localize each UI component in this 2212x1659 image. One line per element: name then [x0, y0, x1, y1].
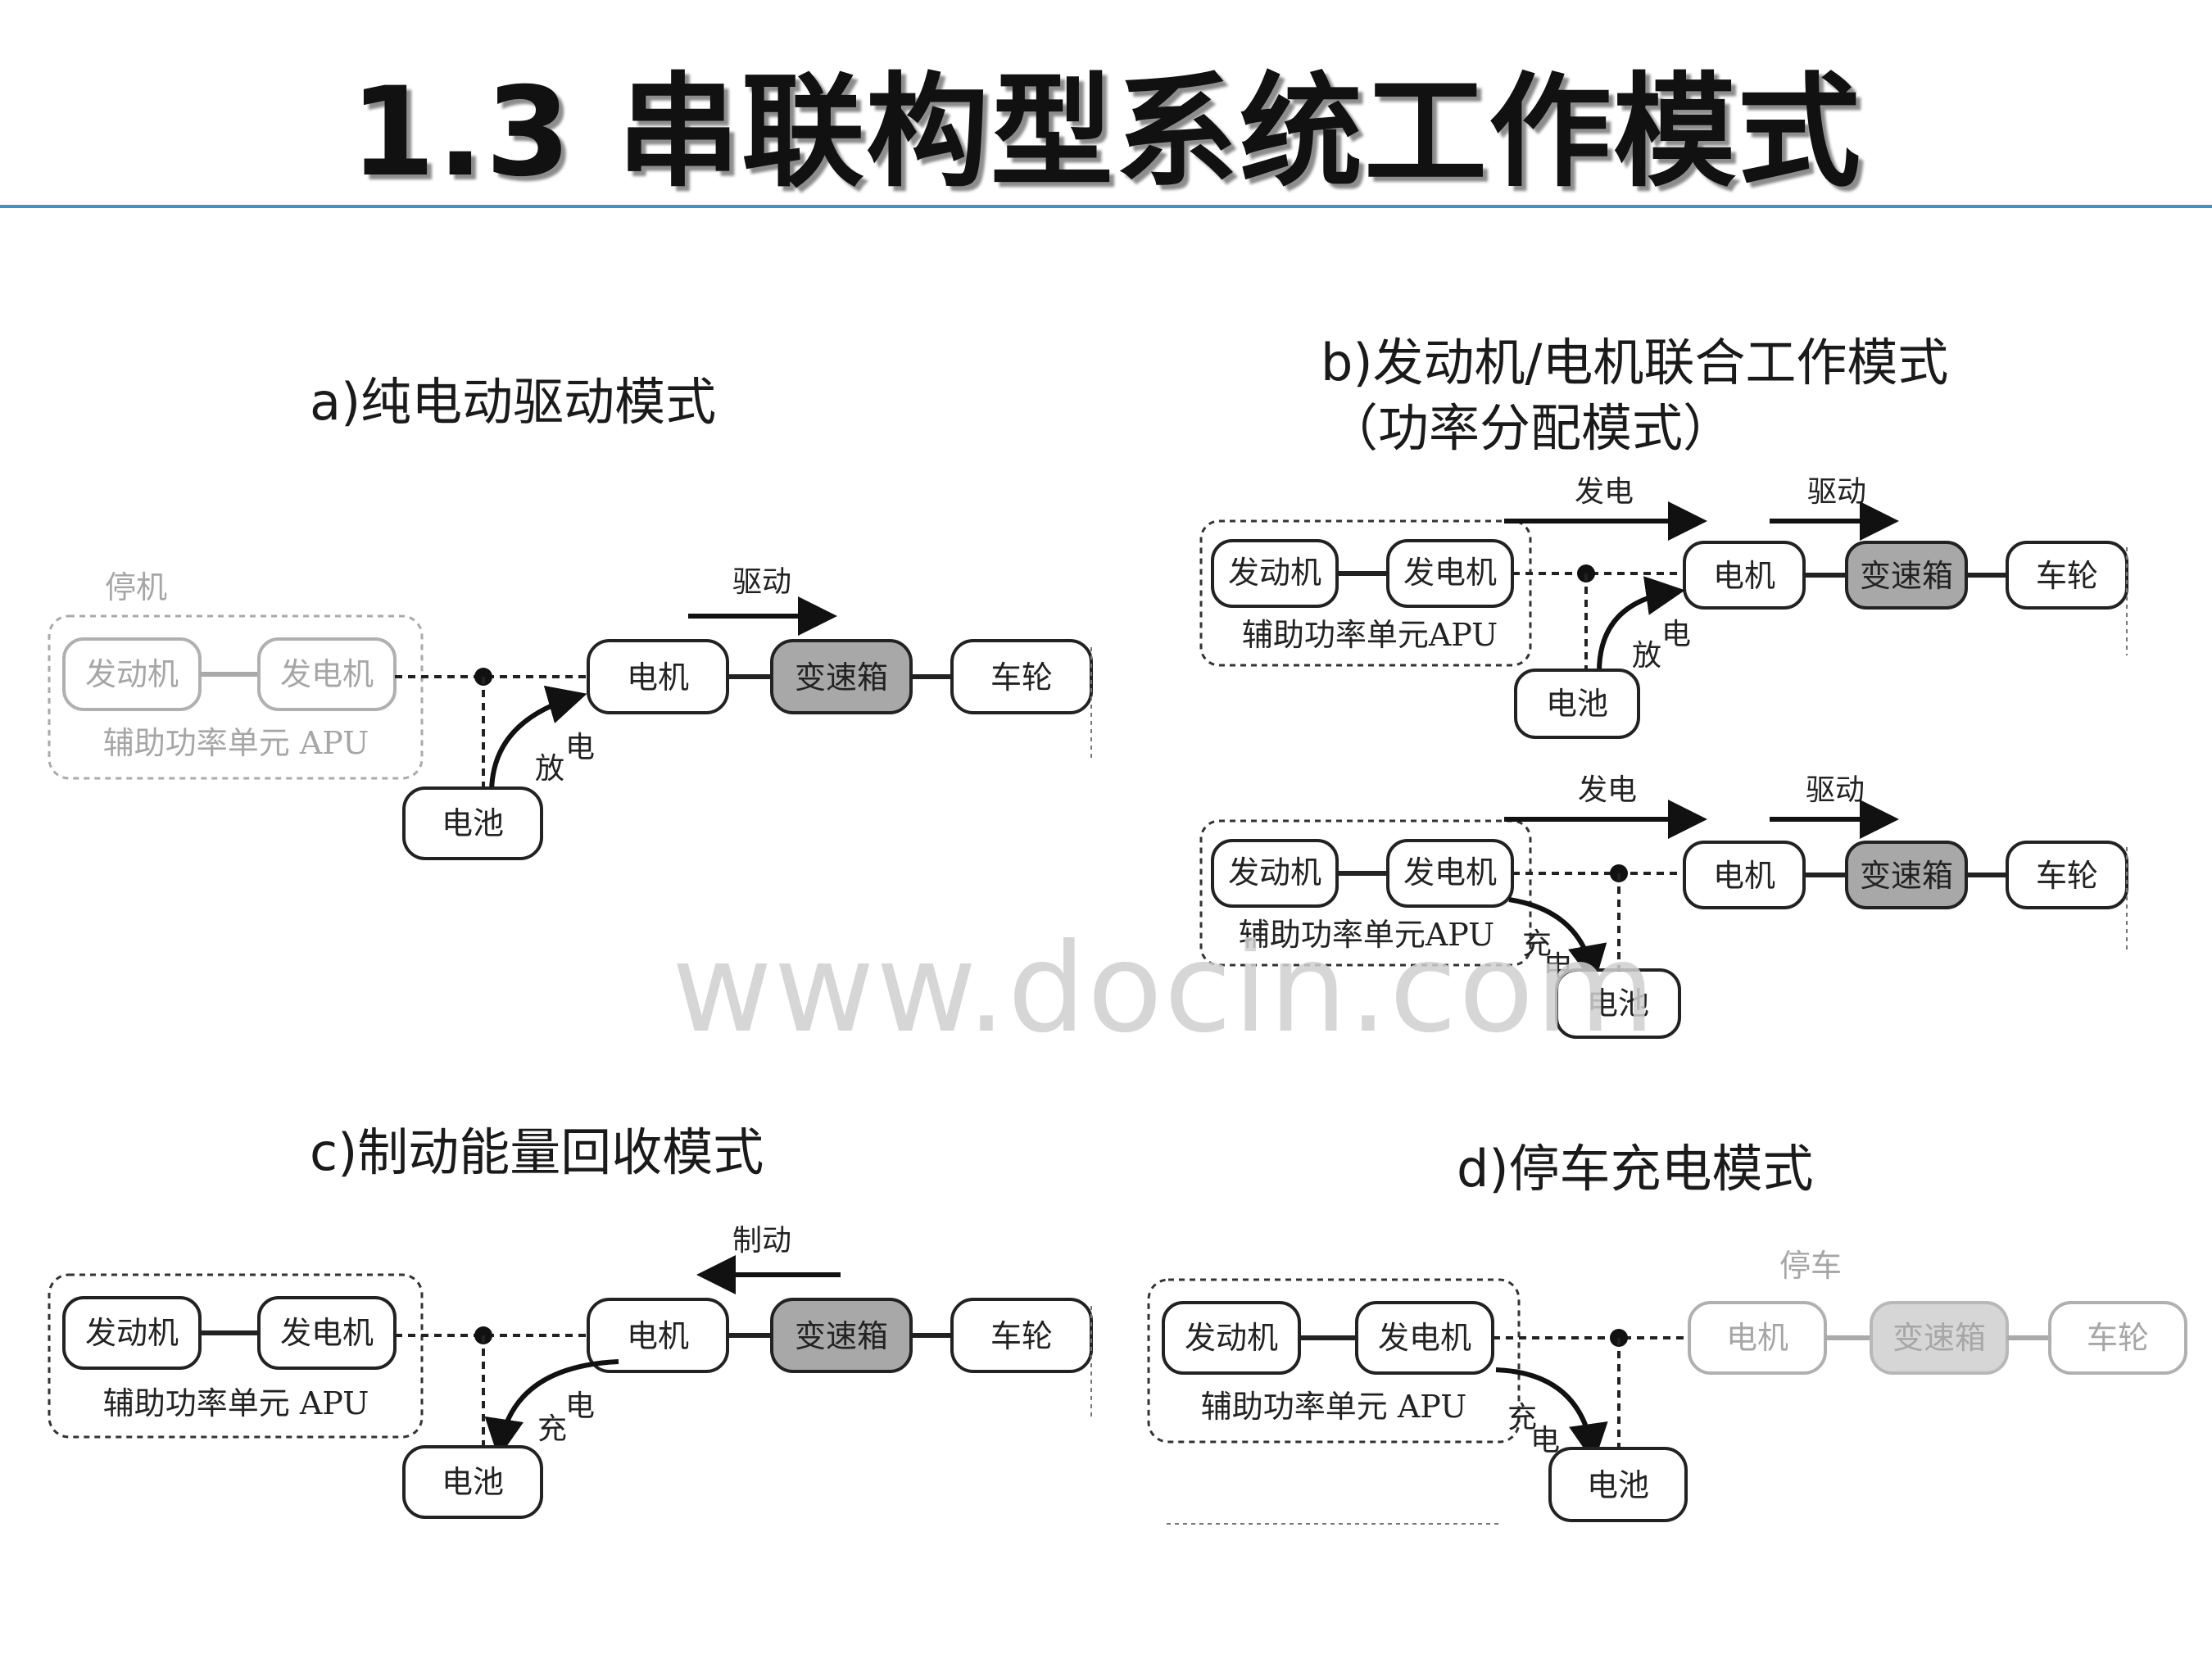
panel-a-motor-label: 电机 — [627, 660, 689, 696]
panel-b2-apu-frame — [1199, 819, 1532, 967]
panel-c-apu-label: 辅助功率单元 APU — [103, 1385, 369, 1421]
panel-d-charge-arrow — [1495, 1367, 1608, 1463]
panel-d-heading: d)停车充电模式 — [1457, 1139, 1814, 1199]
panel-b2-apu-label: 辅助功率单元APU — [1239, 917, 1494, 953]
panel-a-battery-label: 电池 — [442, 805, 504, 841]
panel-c-charge-label-1: 充 — [537, 1412, 567, 1446]
panel-b1-motor-label: 电机 — [1713, 558, 1775, 594]
panel-c-gearbox-label: 变速箱 — [795, 1318, 888, 1354]
panel-a-wheel-label: 车轮 — [990, 660, 1053, 696]
panel-a-apu-label: 辅助功率单元 APU — [103, 725, 369, 761]
panel-b1-discharge-label-2: 电 — [1661, 618, 1691, 651]
panel-b2-wheel-label: 车轮 — [2036, 858, 2098, 894]
panel-a-engine-label: 发动机 — [85, 656, 179, 692]
panel-b1-battery-label: 电池 — [1546, 686, 1608, 722]
panel-d-generator-label: 发电机 — [1378, 1320, 1471, 1356]
panel-d-motor-label: 电机 — [1726, 1320, 1788, 1356]
panel-a-discharge-label-2: 电 — [565, 731, 595, 764]
panel-a-battery-box — [402, 786, 543, 860]
panel-c-wheel-box — [950, 1298, 1093, 1373]
panel-a-discharge-arrow — [489, 685, 587, 794]
panel-c-charge-arrow — [484, 1359, 619, 1458]
panel-b2-charge-arrow — [1508, 897, 1607, 985]
panel-b1-discharge-label-1: 放 — [1632, 639, 1661, 673]
panel-b1-battery-box — [1514, 669, 1640, 739]
panel-c-apu-frame — [48, 1273, 424, 1439]
panel-a-discharge-label-1: 放 — [535, 752, 564, 786]
panel-a-drive-label: 驱动 — [732, 565, 791, 599]
panel-b2-generator-label: 发电机 — [1403, 854, 1497, 891]
panel-b1-discharge-arrow — [1597, 576, 1685, 673]
panel-d-apu-frame — [1147, 1278, 1521, 1444]
panel-b1-wheel-label: 车轮 — [2036, 558, 2098, 594]
panel-c-wheel-label: 车轮 — [990, 1318, 1053, 1354]
panel-b2-engine-label: 发动机 — [1228, 854, 1321, 891]
panel-b2-motor-label: 电机 — [1713, 858, 1775, 894]
panel-c-heading: c)制动能量回收模式 — [310, 1122, 764, 1182]
panel-a-generator-box — [257, 637, 397, 711]
panel-a-wheel-box — [950, 639, 1093, 714]
panel-c-brake-label: 制动 — [732, 1224, 791, 1258]
panel-d-gearbox-label: 变速箱 — [1892, 1320, 1986, 1356]
panel-d-status-label: 停车 — [1779, 1248, 1842, 1284]
panel-a-apu-frame — [48, 614, 424, 780]
panel-c-battery-label: 电池 — [442, 1464, 504, 1500]
panel-d-charge-label-2: 电 — [1530, 1424, 1560, 1457]
panel-b2-battery-box — [1555, 968, 1681, 1039]
panel-c-battery-box — [402, 1445, 543, 1519]
panel-b1-apu-frame — [1199, 519, 1532, 667]
panel-d-wheel-label: 车轮 — [2087, 1320, 2149, 1356]
panel-b2-battery-label: 电池 — [1587, 986, 1649, 1022]
panel-a-status-label: 停机 — [105, 569, 167, 605]
panel-c-engine-label: 发动机 — [85, 1315, 179, 1351]
panel-b-heading-2: （功率分配模式） — [1327, 398, 1734, 458]
page-title: 1.3 串联构型系统工作模式 — [350, 61, 1862, 204]
panel-d-apu-label: 辅助功率单元 APU — [1201, 1389, 1466, 1425]
panel-b2-charge-label-1: 充 — [1522, 927, 1552, 961]
panel-b2-gearbox-label: 变速箱 — [1860, 858, 1953, 894]
panel-b1-gearbox-label: 变速箱 — [1860, 558, 1953, 594]
panel-c-generator-label: 发电机 — [280, 1315, 374, 1351]
panel-d-battery-box — [1548, 1447, 1688, 1522]
panel-d-engine-label: 发动机 — [1185, 1320, 1278, 1356]
panel-b2-drive-label: 驱动 — [1806, 773, 1865, 807]
panel-d-charge-label-1: 充 — [1507, 1401, 1537, 1435]
panel-b1-drive-label: 驱动 — [1807, 475, 1866, 509]
panel-b1-generator-label: 发电机 — [1403, 555, 1497, 591]
panel-b1-generate-label: 发电 — [1575, 475, 1634, 509]
panel-d-wheel-box — [2048, 1301, 2187, 1375]
title-divider — [0, 205, 2212, 208]
panel-c-motor-label: 电机 — [627, 1318, 689, 1354]
panel-b-heading-1: b)发动机/电机联合工作模式 — [1321, 333, 1949, 392]
watermark-text: www.docin.com — [672, 918, 1657, 1060]
panel-a-gearbox-label: 变速箱 — [795, 660, 888, 696]
panel-a-heading: a)纯电动驱动模式 — [310, 372, 717, 432]
panel-b2-generate-label: 发电 — [1578, 773, 1637, 807]
panel-a-generator-label: 发电机 — [280, 656, 374, 692]
panel-d-battery-label: 电池 — [1587, 1467, 1649, 1503]
panel-b1-apu-label: 辅助功率单元APU — [1242, 617, 1498, 653]
panel-c-generator-box — [257, 1296, 397, 1370]
panel-c-charge-label-2: 电 — [565, 1389, 595, 1423]
panel-b1-engine-label: 发动机 — [1228, 555, 1321, 591]
